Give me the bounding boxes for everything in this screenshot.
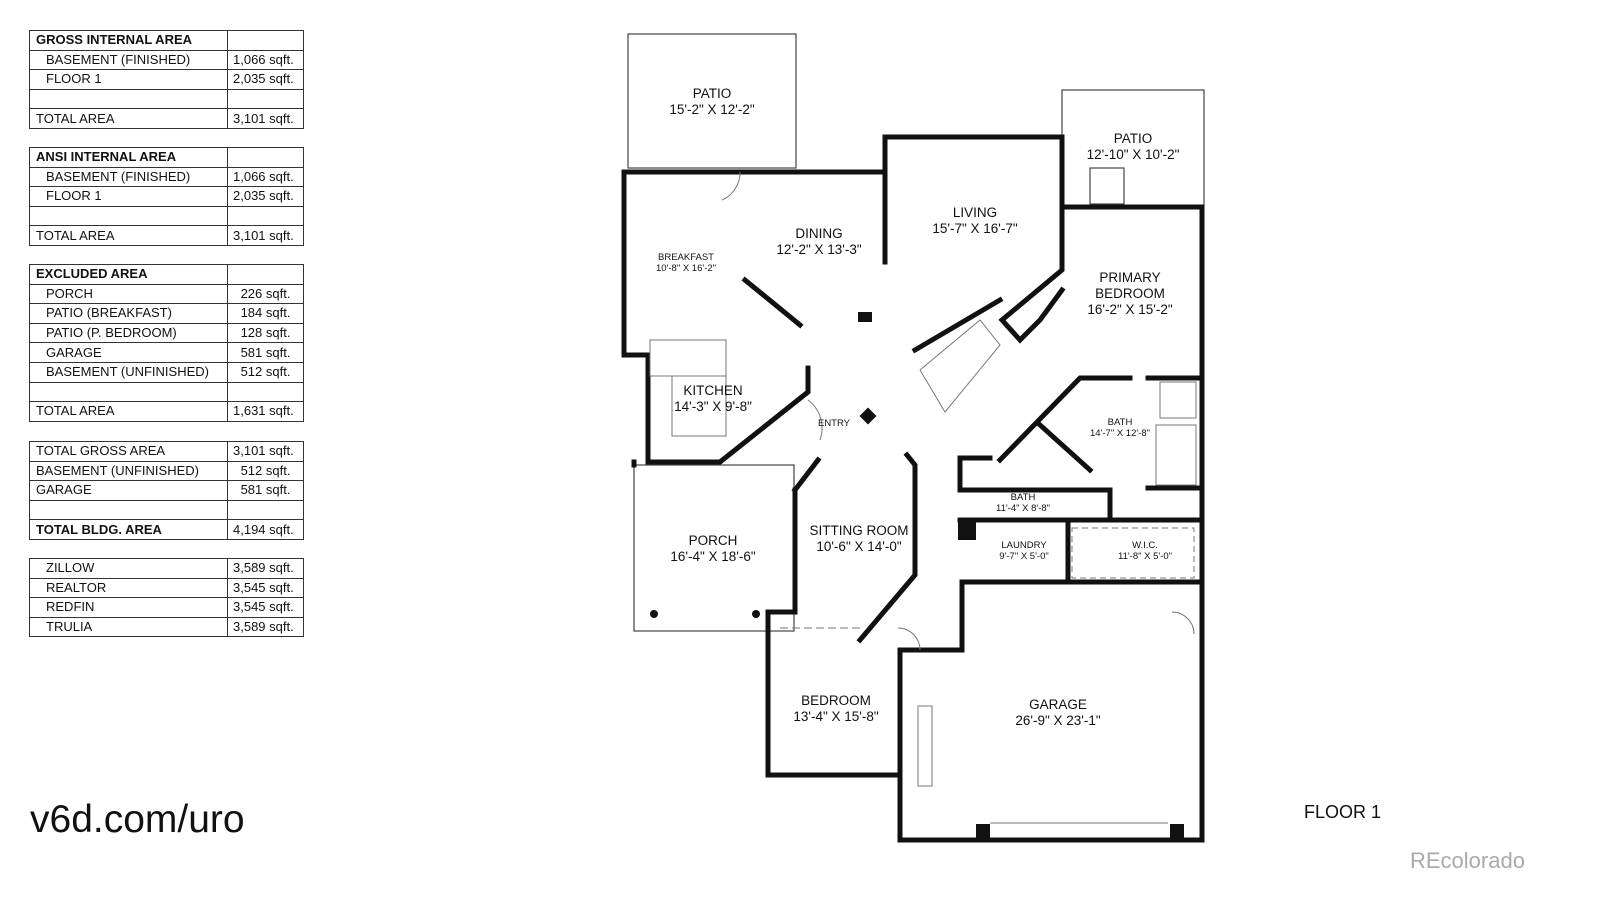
- room-dimensions: 26'-9" X 23'-1": [1015, 713, 1101, 728]
- room-name: BEDROOM: [801, 693, 871, 708]
- room-dimensions: 15'-2" X 12'-2": [669, 102, 755, 117]
- website-url: v6d.com/uro: [30, 798, 245, 841]
- table-header-label: ANSI INTERNAL AREA: [29, 147, 228, 168]
- row-label: TRULIA: [29, 616, 228, 638]
- room-name: DINING: [795, 226, 843, 241]
- row-value: 3,589 sqft.: [227, 558, 304, 579]
- row-value: 581 sqft.: [227, 342, 304, 363]
- row-value: 3,101 sqft.: [227, 225, 304, 246]
- room-dimensions: 10'-6" X 14'-0": [816, 539, 902, 554]
- row-value: 1,066 sqft.: [227, 166, 304, 188]
- row-value: 1,631 sqft.: [227, 401, 304, 422]
- room-name: SITTING ROOM: [809, 523, 909, 538]
- row-label: BASEMENT (FINISHED): [29, 166, 228, 188]
- room-dimensions: 14'-7" X 12'-8": [1089, 428, 1151, 439]
- walls: [621, 134, 1205, 843]
- room-name: BATH: [1107, 417, 1133, 428]
- room-name: PRIMARY BEDROOM: [1095, 270, 1165, 301]
- room-name: W.I.C.: [1132, 540, 1158, 551]
- room-dimensions: 14'-3" X 9'-8": [674, 399, 752, 414]
- room-dimensions: 11'-4" X 8'-8": [995, 503, 1051, 514]
- room-label-entry: ENTRY: [818, 418, 850, 429]
- table-header: GROSS INTERNAL AREA: [29, 30, 304, 51]
- table-header: ANSI INTERNAL AREA: [29, 147, 304, 168]
- room-name: ENTRY: [817, 418, 851, 429]
- row-value: 512 sqft.: [227, 460, 304, 482]
- room-dimensions: 10'-8" X 16'-2": [655, 263, 717, 274]
- row-label: PATIO (P. BEDROOM): [29, 322, 228, 344]
- row-value: 3,589 sqft.: [227, 616, 304, 638]
- row-label: TOTAL AREA: [29, 108, 228, 129]
- room-dimensions: 13'-4" X 15'-8": [793, 709, 879, 724]
- room-name: PATIO: [1113, 131, 1153, 146]
- table-row: PATIO (BREAKFAST)184 sqft.: [29, 303, 304, 324]
- row-label: TOTAL AREA: [29, 401, 228, 422]
- room-dimensions: 12'-10" X 10'-2": [1086, 147, 1180, 162]
- room-dimensions: 9'-7" X 5'-0": [999, 551, 1049, 562]
- room-name: PORCH: [688, 533, 738, 548]
- room-dimensions: 16'-4" X 18'-6": [670, 549, 756, 564]
- row-value: 226 sqft.: [227, 283, 304, 305]
- room-name: LIVING: [952, 205, 998, 220]
- room-dimensions: 16'-2" X 15'-2": [1087, 302, 1173, 317]
- room-name: LAUNDRY: [1001, 540, 1047, 551]
- row-label: PATIO (BREAKFAST): [29, 303, 228, 324]
- table-row: PATIO (P. BEDROOM)128 sqft.: [29, 322, 304, 344]
- row-value: 184 sqft.: [227, 303, 304, 324]
- row-value: 2,035 sqft.: [227, 69, 304, 90]
- room-name: KITCHEN: [683, 383, 743, 398]
- brand-watermark: REcolorado: [1410, 848, 1525, 873]
- floor-label: FLOOR 1: [1304, 802, 1382, 822]
- room-dimensions: 15'-7" X 16'-7": [932, 221, 1018, 236]
- table-row: [29, 205, 304, 227]
- row-value: 581 sqft.: [227, 480, 304, 501]
- row-value: 3,101 sqft.: [227, 108, 304, 129]
- fixtures: [649, 171, 1197, 824]
- room-label-wic: W.I.C.11'-8" X 5'-0": [1118, 540, 1172, 562]
- room-name: PATIO: [692, 86, 732, 101]
- table-row: BASEMENT (FINISHED)1,066 sqft.: [29, 166, 304, 188]
- room-name: BATH: [1010, 492, 1036, 503]
- room-name: GARAGE: [1029, 697, 1087, 712]
- columns: [650, 312, 1184, 838]
- room-dimensions: 12'-2" X 13'-3": [776, 242, 862, 257]
- table-row: BASEMENT (FINISHED)1,066 sqft.: [29, 49, 304, 71]
- room-name: BREAKFAST: [658, 252, 714, 263]
- room-dimensions: 11'-8" X 5'-0": [1117, 551, 1173, 562]
- row-value: 4,194 sqft.: [227, 519, 304, 540]
